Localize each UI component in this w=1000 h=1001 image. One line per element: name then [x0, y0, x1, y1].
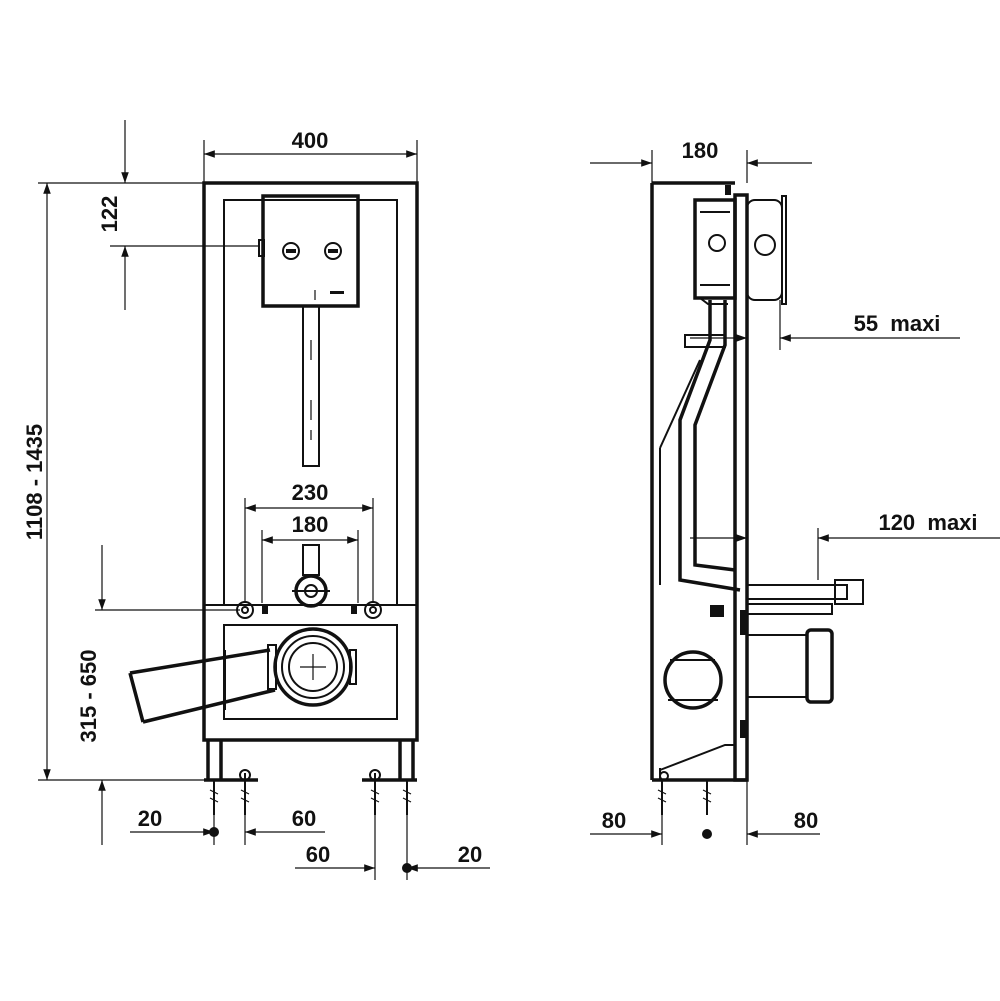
side-cistern: [693, 198, 737, 300]
flush-button-left-icon: [282, 242, 300, 260]
dim-outlet-height: 315 - 650: [76, 650, 101, 743]
front-anchor-bolts: [209, 769, 412, 815]
dim-width-400: 400: [292, 128, 329, 153]
dim-bolt-180: 180: [292, 512, 329, 537]
dim-side-foot-left-80: 80: [602, 808, 626, 833]
dim-foot-right-20: 20: [458, 842, 482, 867]
dim-side-foot-right-80: 80: [794, 808, 818, 833]
side-valve-icon: [708, 234, 726, 252]
side-flush-pipe: [678, 300, 741, 592]
side-bolt: [746, 584, 848, 600]
dim-foot-right-60: 60: [306, 842, 330, 867]
drain-pipe: [128, 648, 276, 724]
dim-bolt-230: 230: [292, 480, 329, 505]
dim-bolt-120-maxi: 120 maxi: [878, 510, 977, 535]
dim-depth-180: 180: [682, 138, 719, 163]
flush-button-right-icon: [324, 242, 342, 260]
front-view: 400 122 1108 - 1435 315 - 650 230 180: [22, 120, 490, 880]
side-frame-post: [733, 193, 749, 782]
dim-top-122: 122: [97, 196, 122, 233]
dim-plate-55-maxi: 55 maxi: [854, 311, 941, 336]
front-frame-outer: [202, 181, 419, 742]
dim-foot-left-60: 60: [292, 806, 316, 831]
side-waste-icon: [663, 650, 723, 710]
dim-height-total: 1108 - 1435: [22, 424, 47, 540]
dim-foot-left-20: 20: [138, 806, 162, 831]
side-view: 180 55 maxi 120 maxi 80 80: [590, 138, 1000, 845]
cistern-box: [261, 194, 360, 308]
flush-pipe: [302, 305, 320, 467]
